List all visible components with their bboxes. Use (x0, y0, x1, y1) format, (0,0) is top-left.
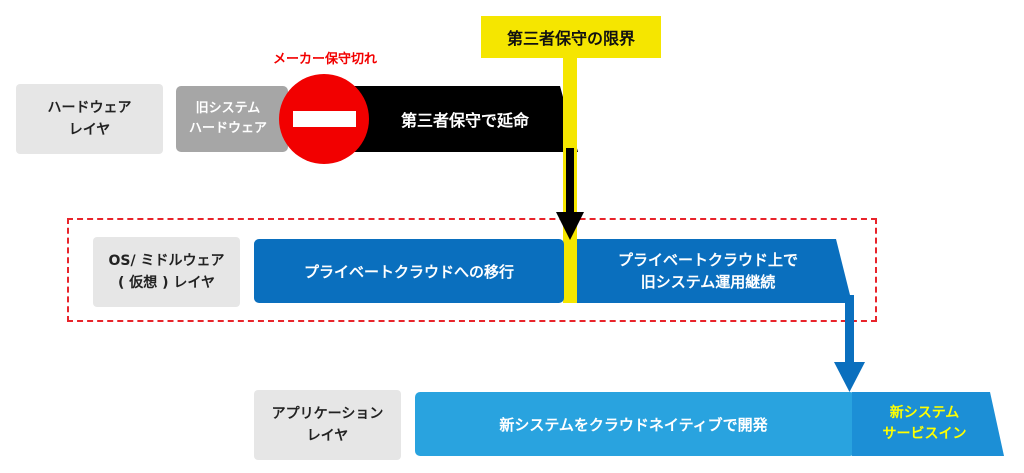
third-party-extension-bar (330, 86, 578, 152)
service-in-text: 新システム サービスイン (882, 405, 967, 442)
continue-operation-text: プライベートクラウド上で 旧システム運用継続 (617, 251, 798, 291)
third-party-extension-text: 第三者保守で延命 (400, 111, 529, 130)
cloud-native-dev-bar (415, 392, 855, 456)
os-middleware-layer-label: OS/ ミドルウェア ( 仮想 ) レイヤ (93, 237, 240, 307)
cloud-native-dev-text: 新システムをクラウドネイティブで開発 (499, 415, 768, 434)
service-in-bar (852, 392, 1004, 456)
third-party-limit-label: 第三者保守の限界 (481, 16, 661, 58)
maker-support-end-label: メーカー保守切れ (272, 51, 377, 67)
private-cloud-migration-text: プライベートクラウドへの移行 (303, 262, 514, 281)
blue-arrow-head (834, 362, 865, 392)
down-arrow-shaft (566, 148, 574, 214)
continue-operation-bar (577, 239, 852, 303)
hardware-layer-label: ハードウェア レイヤ (16, 84, 163, 154)
old-hardware-bar (176, 86, 288, 152)
highlight-dashed-frame (67, 218, 877, 322)
no-entry-icon (279, 74, 369, 164)
down-arrow-head (556, 212, 584, 240)
blue-arrow-shaft (845, 295, 854, 365)
application-layer-label: アプリケーション レイヤ (254, 390, 401, 460)
old-hardware-text: 旧システム ハードウェア (188, 101, 267, 136)
private-cloud-migration-bar (254, 239, 564, 303)
